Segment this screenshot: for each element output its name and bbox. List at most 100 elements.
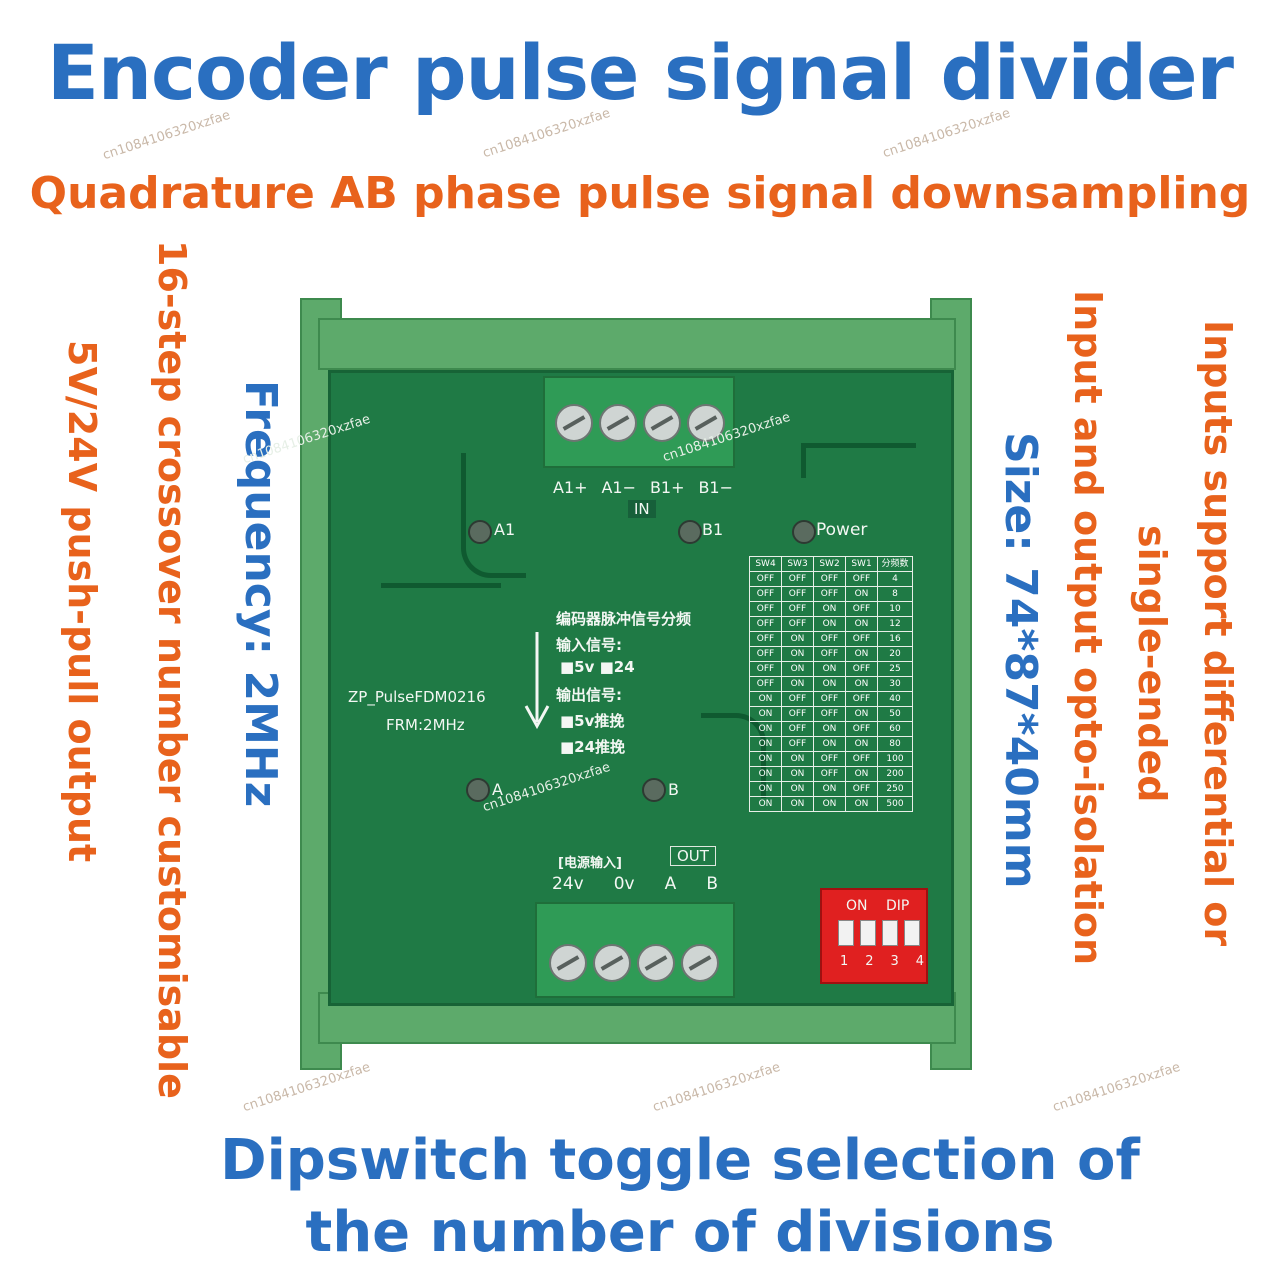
dip-number-4: 4: [915, 954, 924, 969]
page-subtitle: Quadrature AB phase pulse signal downsam…: [29, 168, 1251, 219]
table-cell: ON: [749, 706, 782, 722]
table-cell: OFF: [813, 571, 846, 587]
cn-output-option-1: ■5v推挽: [560, 712, 625, 730]
frequency-text: Frequency: 2MHz: [235, 380, 286, 808]
table-cell: 分频数: [877, 556, 913, 572]
table-cell: ON: [781, 781, 814, 797]
table-cell: OFF: [845, 601, 878, 617]
table-cell: OFF: [845, 691, 878, 707]
table-cell: 30: [877, 676, 913, 692]
table-cell: OFF: [813, 706, 846, 722]
table-cell: ON: [781, 646, 814, 662]
table-cell: OFF: [749, 661, 782, 677]
table-cell: ON: [845, 646, 878, 662]
table-cell: ON: [813, 601, 846, 617]
table-cell: OFF: [749, 586, 782, 602]
output-label-a: A: [664, 874, 677, 894]
led-power-icon: [792, 520, 816, 544]
table-cell: OFF: [749, 571, 782, 587]
watermark: cn1084106320xzfae: [650, 1059, 783, 1116]
output-label-24v: 24v: [552, 874, 584, 894]
table-cell: OFF: [813, 766, 846, 782]
table-cell: OFF: [749, 631, 782, 647]
table-cell: OFF: [813, 691, 846, 707]
dip-number-1: 1: [840, 954, 849, 969]
led-power-label: Power: [816, 520, 868, 540]
table-cell: ON: [781, 676, 814, 692]
table-cell: ON: [781, 796, 814, 812]
inputs-text-line1: Inputs support differential or: [1196, 320, 1240, 947]
size-text: Size: 74*87*40mm: [995, 432, 1046, 889]
table-cell: OFF: [781, 736, 814, 752]
led-b-icon: [642, 778, 666, 802]
table-cell: ON: [845, 586, 878, 602]
dip-number-3: 3: [890, 954, 899, 969]
table-cell: 500: [877, 796, 913, 812]
table-cell: OFF: [845, 631, 878, 647]
screw-icon[interactable]: [599, 404, 637, 442]
table-cell: ON: [749, 796, 782, 812]
bottom-text-line2: the number of divisions: [305, 1200, 1055, 1265]
input-label-b1-minus: B1−: [698, 478, 733, 497]
output-label-0v: 0v: [613, 874, 635, 894]
led-b1-label: B1: [702, 520, 724, 539]
table-cell: 50: [877, 706, 913, 722]
table-cell: ON: [781, 631, 814, 647]
table-cell: OFF: [781, 706, 814, 722]
table-cell: ON: [749, 691, 782, 707]
table-cell: 12: [877, 616, 913, 632]
screw-icon[interactable]: [549, 944, 587, 982]
table-cell: ON: [813, 796, 846, 812]
screw-icon[interactable]: [637, 944, 675, 982]
led-b1-icon: [678, 520, 702, 544]
dip-toggle-4[interactable]: [904, 920, 920, 946]
table-cell: OFF: [813, 631, 846, 647]
model-label: ZP_PulseFDM0216: [348, 688, 486, 706]
table-cell: ON: [749, 751, 782, 767]
table-cell: 250: [877, 781, 913, 797]
screw-icon[interactable]: [593, 944, 631, 982]
input-label-a1-plus: A1+: [553, 478, 588, 497]
table-cell: OFF: [781, 721, 814, 737]
table-cell: 100: [877, 751, 913, 767]
table-cell: ON: [781, 766, 814, 782]
dip-toggle-2[interactable]: [860, 920, 876, 946]
dip-numbers: 1 2 3 4: [840, 954, 924, 969]
table-cell: OFF: [813, 586, 846, 602]
dip-toggle-1[interactable]: [838, 920, 854, 946]
table-cell: ON: [813, 781, 846, 797]
led-a-label: A: [492, 780, 503, 799]
table-cell: ON: [749, 766, 782, 782]
table-cell: ON: [813, 661, 846, 677]
table-cell: 200: [877, 766, 913, 782]
dip-switch[interactable]: ON DIP 1 2 3 4: [820, 888, 928, 984]
screw-icon[interactable]: [687, 404, 725, 442]
screw-icon[interactable]: [643, 404, 681, 442]
table-cell: OFF: [781, 586, 814, 602]
output-labels: 24v 0v A B: [552, 874, 718, 894]
screw-icon[interactable]: [681, 944, 719, 982]
table-cell: ON: [845, 766, 878, 782]
dip-toggle-3[interactable]: [882, 920, 898, 946]
table-cell: OFF: [749, 646, 782, 662]
table-cell: OFF: [749, 616, 782, 632]
page-title: Encoder pulse signal divider: [46, 28, 1234, 117]
table-cell: ON: [813, 721, 846, 737]
table-cell: OFF: [845, 661, 878, 677]
table-cell: OFF: [749, 601, 782, 617]
out-label: OUT: [670, 846, 716, 866]
screw-icon[interactable]: [555, 404, 593, 442]
table-cell: OFF: [749, 676, 782, 692]
